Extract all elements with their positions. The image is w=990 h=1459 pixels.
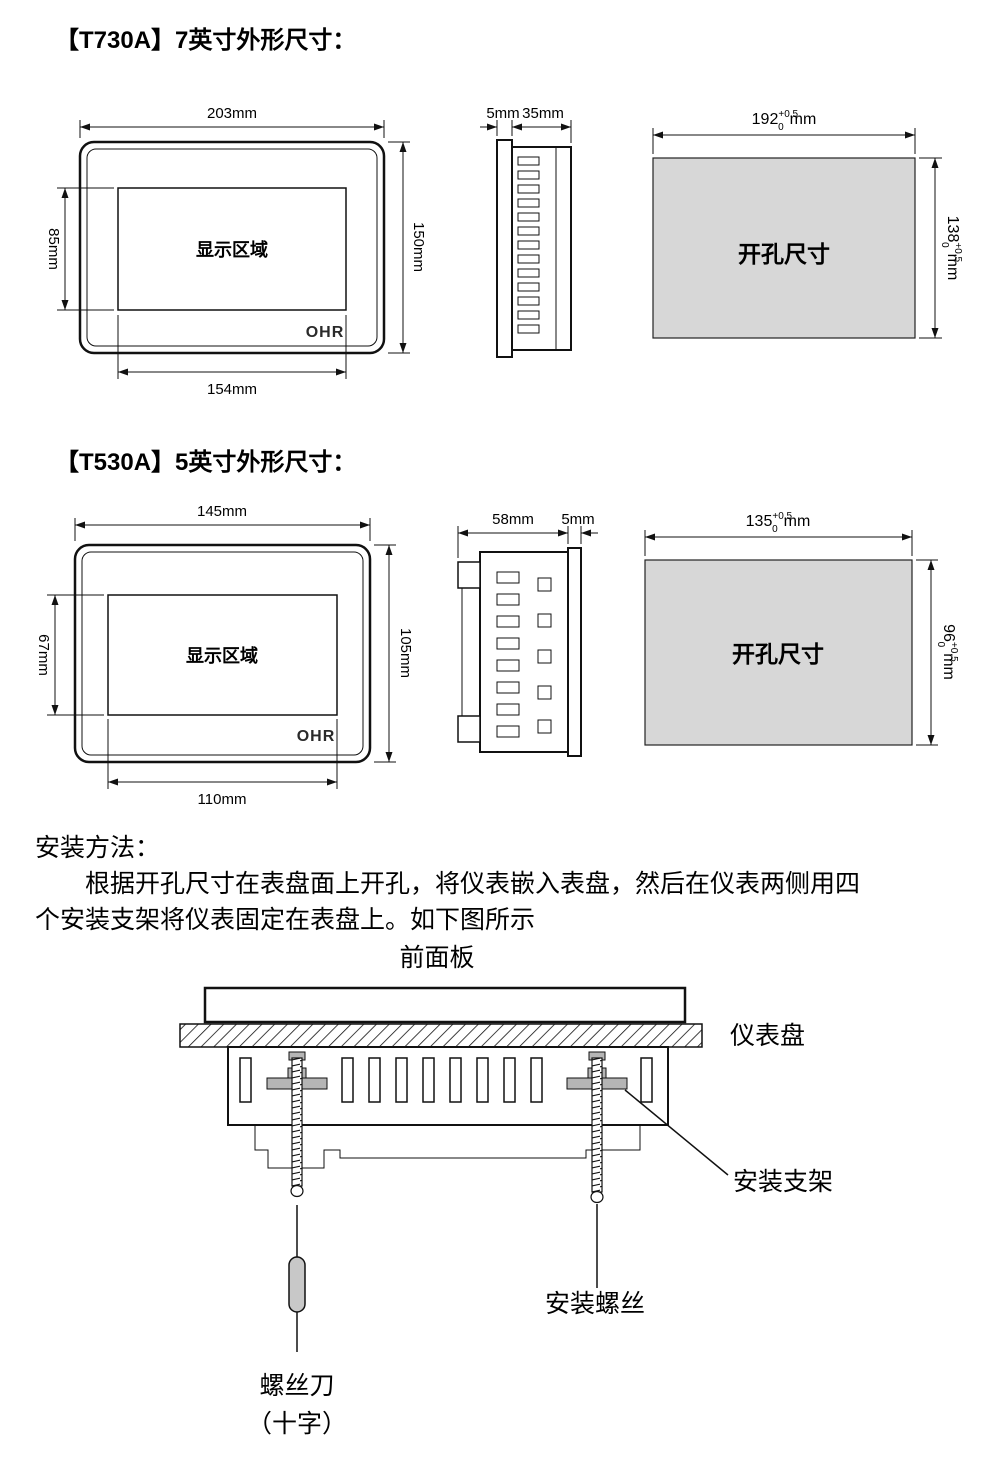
t530a-side-body [479, 551, 569, 753]
t730a-front-view: 显示区域 OHR 203mm 150mm 85mm 154mm [45, 105, 427, 398]
install-method-line2: 个安装支架将仪表固定在表盘上。如下图所示 [35, 907, 536, 934]
t530a-depth-dim: 58mm [492, 511, 534, 528]
left-screw-tip [290, 1184, 304, 1198]
meter-lower-tray [254, 1125, 641, 1169]
install-method-line1: 根据开孔尺寸在表盘面上开孔，将仪表嵌入表盘，然后在仪表两侧用四 [85, 871, 861, 898]
t730a-section-title: 【T730A】7英寸外形尺寸： [55, 27, 357, 54]
screw-label: 安装螺丝 [545, 1290, 645, 1318]
t730a-display-label: 显示区域 [196, 239, 268, 260]
left-mounting-screw [291, 1057, 303, 1187]
t530a-cutout-label: 开孔尺寸 [732, 642, 824, 667]
t530a-connector-slots [496, 571, 520, 738]
t730a-depth-dim: 35mm [522, 105, 564, 122]
front-panel [203, 986, 687, 1024]
t530a-front-view: 显示区域 OHR 145mm 105mm 67mm 110mm [35, 503, 414, 808]
t730a-ohr-logo: OHR [306, 324, 345, 341]
instrument-panel-label: 仪表盘 [730, 1022, 805, 1050]
t730a-side-flange [496, 139, 513, 358]
instrument-panel-hatched [179, 1023, 703, 1048]
t530a-display-height-dim: 67mm [35, 634, 52, 676]
bracket-leader-line [624, 1089, 729, 1176]
t530a-rail-top-tab [457, 561, 481, 589]
t730a-width-dim: 203mm [207, 105, 257, 122]
front-panel-label: 前面板 [399, 944, 474, 972]
t530a-rail-bottom-tab [457, 715, 481, 743]
t730a-display-height-dim: 85mm [45, 228, 62, 270]
t530a-side-flange [567, 547, 582, 757]
t530a-height-dim: 105mm [397, 628, 414, 678]
screwdriver-label-2: （十字） [247, 1410, 347, 1438]
t730a-flange-dim: 5mm [486, 105, 519, 122]
screwdriver-label: 螺丝刀 [259, 1372, 334, 1400]
t730a-display-area [117, 187, 347, 311]
t530a-terminal-slots [537, 577, 552, 734]
t730a-display-width-dim: 154mm [207, 381, 257, 398]
t530a-cutout-height-dim: 96+0.50mm [935, 624, 959, 680]
bracket-label: 安装支架 [733, 1168, 833, 1196]
t730a-cutout-label: 开孔尺寸 [738, 242, 830, 267]
t730a-height-dim: 150mm [410, 222, 427, 272]
t530a-display-width-dim: 110mm [198, 791, 247, 808]
install-method-heading: 安装方法： [35, 835, 161, 862]
t530a-cutout-rect [644, 559, 913, 746]
t530a-side-view: 58mm 5mm [457, 511, 598, 757]
t530a-bezel-inner-line [81, 551, 364, 756]
t730a-connector-slots [517, 156, 540, 334]
screwdriver [288, 1205, 306, 1352]
t530a-display-area [107, 594, 338, 716]
t530a-flange-dim: 5mm [561, 511, 594, 528]
meter-body-slots [239, 1057, 653, 1103]
t530a-rail [461, 587, 481, 717]
t730a-bezel-inner-line [86, 148, 378, 347]
t730a-cutout-rect [652, 157, 916, 339]
t530a-width-dim: 145mm [197, 503, 247, 520]
t530a-section-title: 【T530A】5英寸外形尺寸： [55, 449, 357, 476]
t530a-display-label: 显示区域 [186, 645, 258, 666]
right-screw-tip [590, 1190, 604, 1204]
t530a-ohr-logo: OHR [297, 728, 336, 745]
screwdriver-handle [288, 1256, 306, 1313]
right-mounting-screw [591, 1057, 603, 1193]
t730a-cutout-height-dim: 138+0.50mm [939, 216, 963, 281]
t730a-side-view: 5mm 35mm [480, 105, 572, 358]
installation-diagram: 前面板 仪表盘 [179, 944, 833, 1438]
